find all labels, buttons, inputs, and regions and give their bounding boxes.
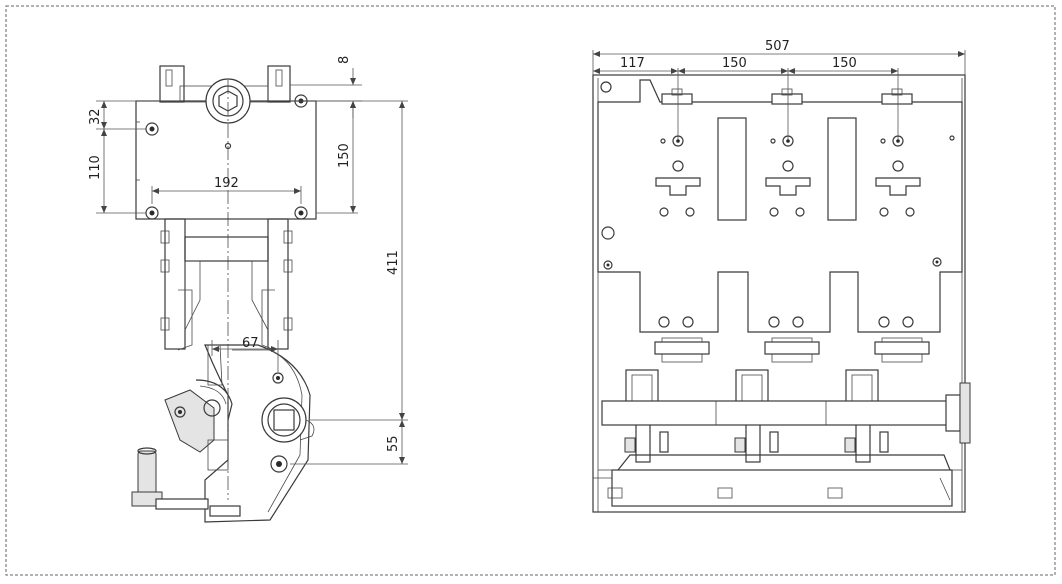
dimension-chain: 117 150 150 <box>593 56 898 74</box>
dimension-150-vertical: 150 <box>316 101 358 214</box>
dim-55-text: 55 <box>386 435 401 452</box>
dim-110-text: 110 <box>88 155 103 180</box>
dim-150b-text: 150 <box>832 56 857 71</box>
dimension-110: 110 <box>88 129 146 214</box>
dim-192-text: 192 <box>214 176 239 191</box>
dim-8-text: 8 <box>337 56 352 64</box>
dim-507-text: 507 <box>765 39 790 54</box>
lower-mechanism <box>131 344 233 510</box>
slot-left <box>717 117 747 221</box>
dim-150-text: 150 <box>337 143 352 168</box>
phase-assembly-2 <box>734 88 820 463</box>
dimension-8: 8 <box>290 56 362 118</box>
bottom-base <box>593 454 962 507</box>
frame-outline <box>592 74 966 513</box>
dimension-55: 55 <box>290 420 408 465</box>
dim-150a-text: 150 <box>722 56 747 71</box>
upper-panel <box>597 79 963 333</box>
right-front-view: 507 117 150 150 <box>592 39 971 513</box>
dimension-507: 507 <box>593 39 965 57</box>
slot-right <box>827 117 857 221</box>
dim-32-text: 32 <box>88 108 103 125</box>
dimension-411: 411 <box>310 100 408 421</box>
top-mounting-plate <box>135 65 317 220</box>
dim-67-text: 67 <box>242 336 259 351</box>
dimension-67: 67 <box>211 336 279 372</box>
dimension-32: 32 <box>88 100 180 130</box>
lever-body <box>204 344 315 523</box>
dim-411-text: 411 <box>386 250 401 275</box>
main-shaft <box>601 382 971 444</box>
side-brackets <box>160 218 293 351</box>
left-side-view: 8 150 411 55 32 <box>88 56 408 523</box>
dim-117-text: 117 <box>620 56 645 71</box>
dimension-192: 192 <box>151 176 302 204</box>
dashed-border <box>5 5 1056 576</box>
